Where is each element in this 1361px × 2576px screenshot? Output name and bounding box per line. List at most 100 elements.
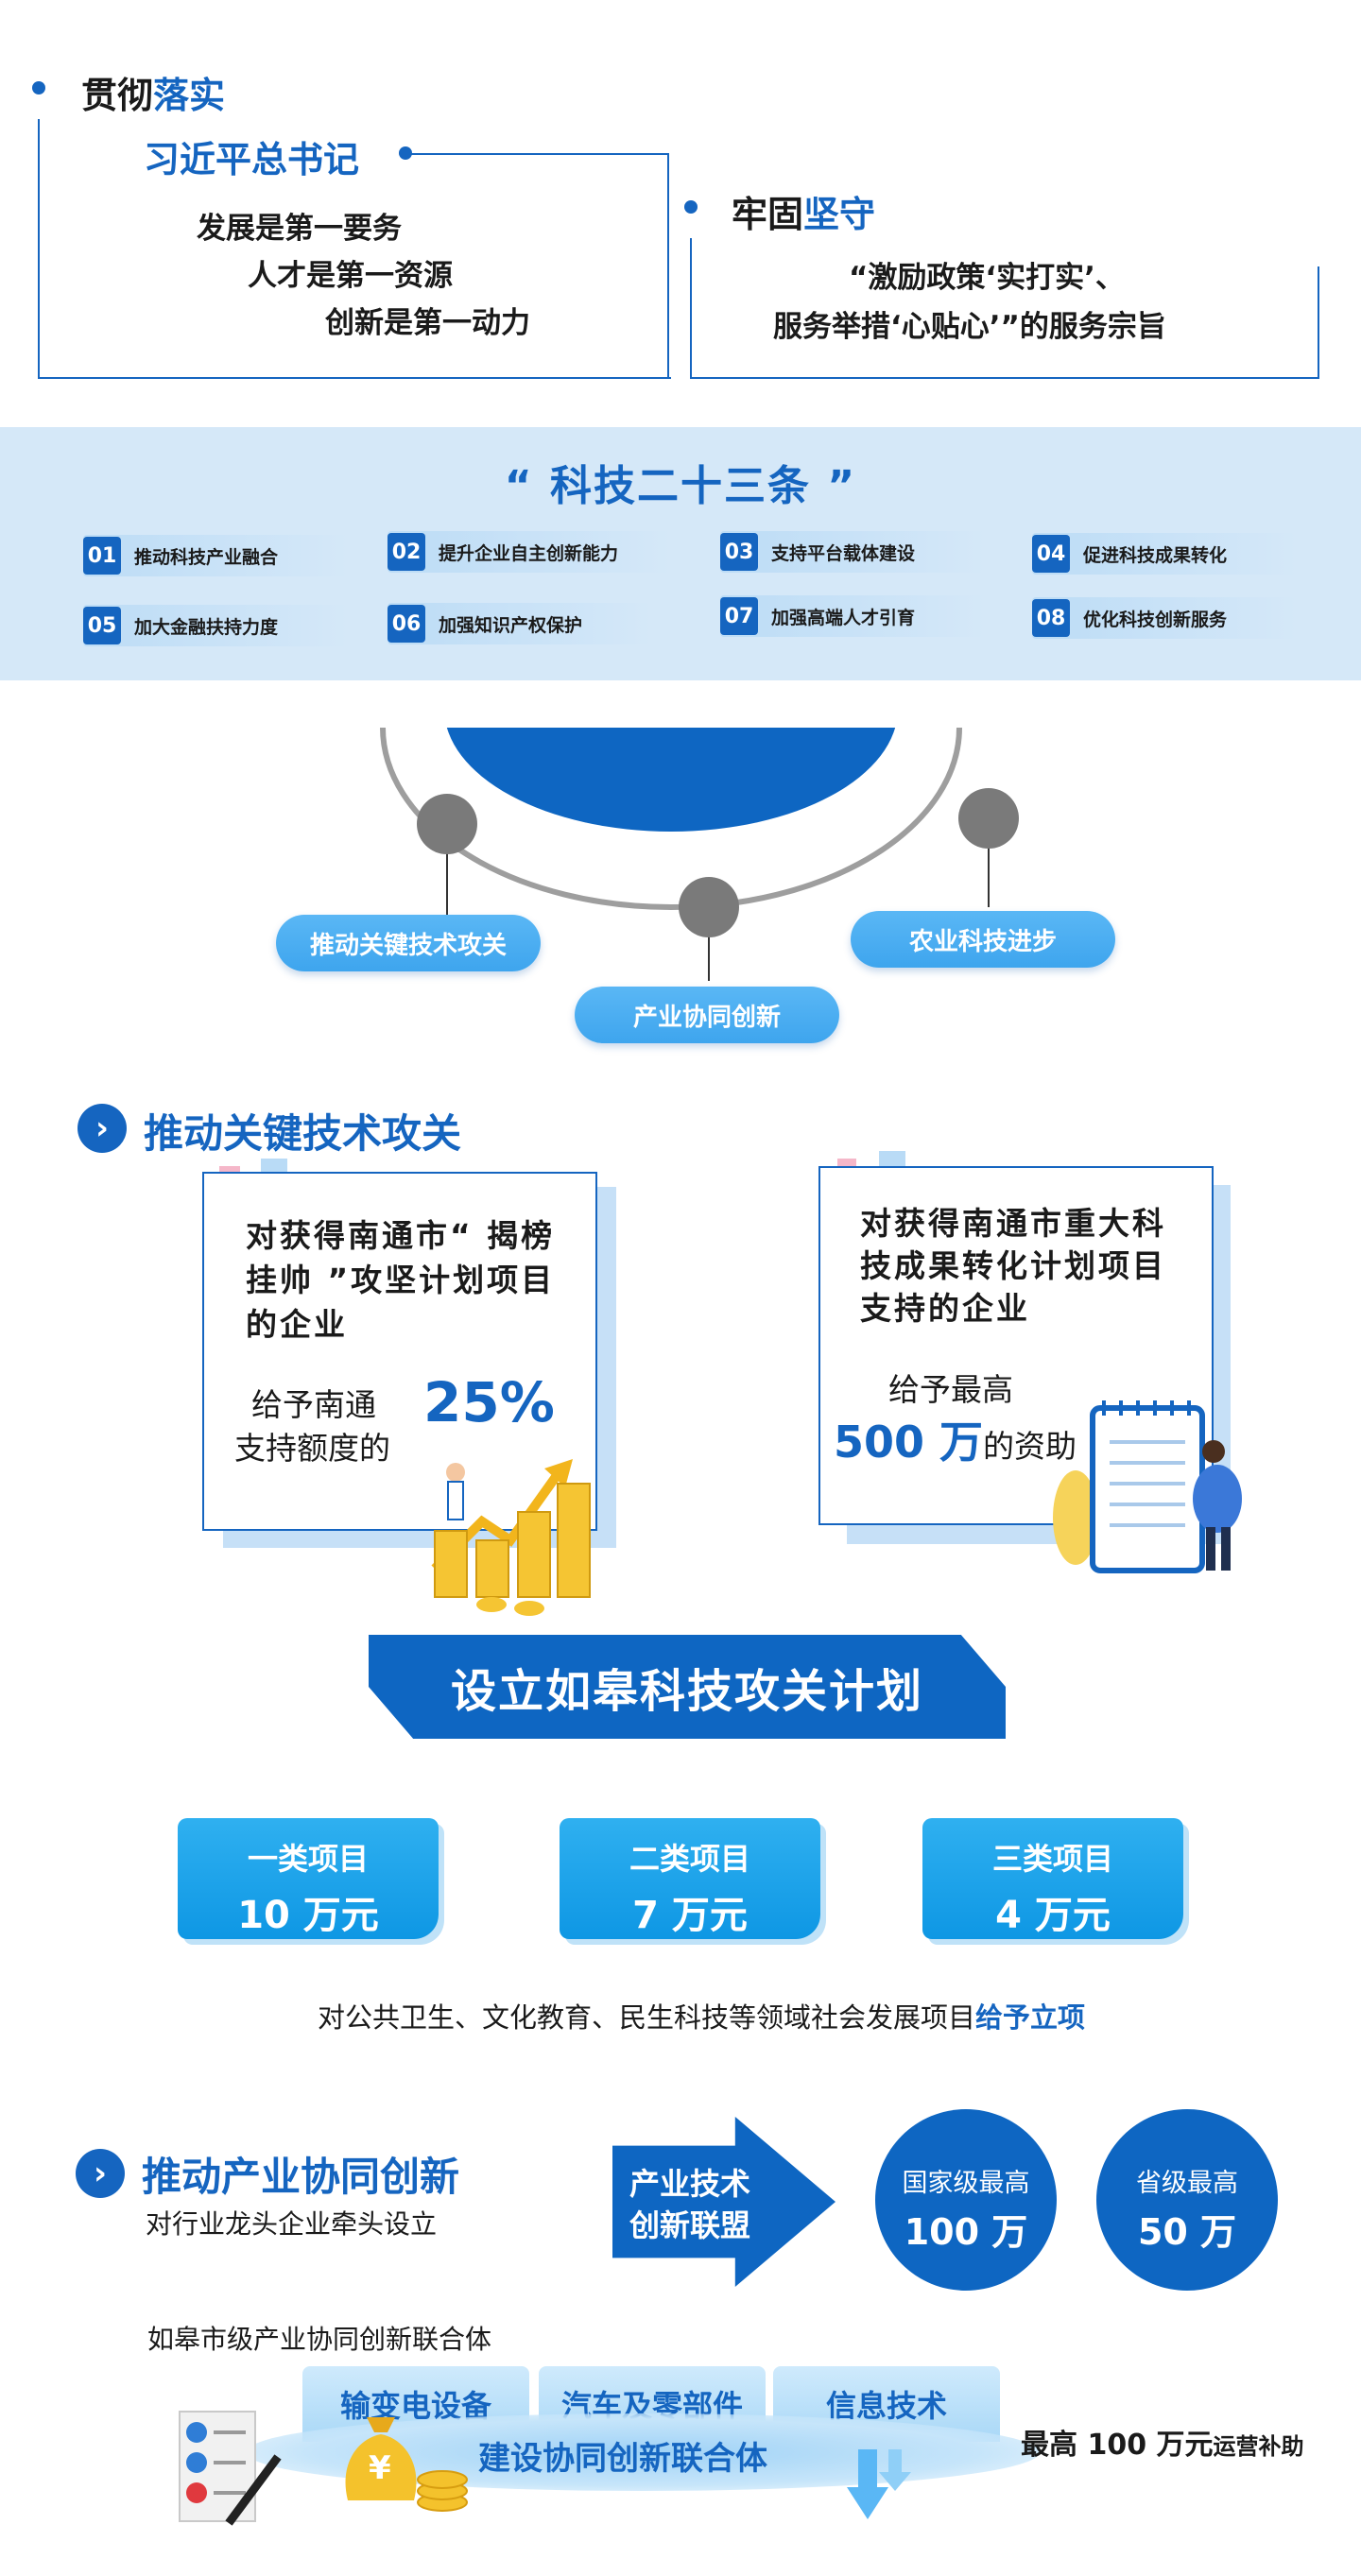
right-heading-b: 坚守 (803, 193, 876, 235)
project-title: 一类项目 (247, 1841, 369, 1877)
card1-give-1: 给予南通 (251, 1386, 376, 1423)
node-dot (679, 877, 739, 937)
item-number: 06 (388, 605, 425, 643)
industry-sub: 对行业龙头企业牵头设立 (146, 2208, 438, 2240)
national-value: 100 万 (904, 2211, 1028, 2253)
item-number: 05 (83, 607, 121, 644)
left-heading-a: 贯彻 (81, 74, 154, 116)
leader-line (408, 153, 669, 155)
project-value: 4 万元 (995, 1894, 1111, 1937)
left-heading-b: 落实 (153, 74, 226, 116)
money-bag-icon (345, 2417, 468, 2512)
node-dot (417, 794, 477, 854)
leader-name: 习近平总书记 (144, 139, 360, 180)
down-arrows-icon (847, 2449, 911, 2519)
card1-percent: 25% (423, 1370, 555, 1434)
tech23-item: 05 加大金融扶持力度 (83, 605, 348, 646)
clipboard-person-icon (1053, 1400, 1242, 1573)
principle-1: 发展是第一要务 (197, 212, 402, 246)
provincial-label: 省级最高 (1136, 2169, 1238, 2198)
item-label: 优化科技创新服务 (1083, 609, 1228, 630)
card1-text: 对获得南通市“ 揭榜挂帅 ”攻坚计划项目的企业 (246, 1217, 556, 1343)
item-label: 提升企业自主创新能力 (439, 542, 619, 564)
item-label: 加大金融扶持力度 (134, 616, 279, 638)
national-circle: 国家级最高 100 万 (875, 2109, 1057, 2291)
leader-dot (399, 146, 412, 160)
bullet-dot-right (684, 200, 698, 214)
tech23-item: 07 加强高端人才引育 (720, 595, 985, 637)
coins-growth-icon (431, 1459, 591, 1616)
left-frame-right (667, 153, 669, 378)
project-card: 一类项目 10 万元 (178, 1818, 439, 1939)
tech23-item: 04 促进科技成果转化 (1032, 533, 1297, 575)
keytech-heading: 推动关键技术攻关 (144, 1110, 462, 1157)
service-line-2: 服务举措‘心贴心’”的服务宗旨 (773, 310, 1166, 344)
hub-arc (380, 728, 962, 910)
left-frame-bottom (38, 377, 671, 379)
right-frame-bottom (690, 377, 1319, 379)
item-number: 03 (720, 533, 758, 571)
card2-suffix: 的资助 (983, 1428, 1077, 1465)
item-label: 加强高端人才引育 (771, 607, 916, 628)
social-project-note: 对公共卫生、文化教育、民生科技等领域社会发展项目给予立项 (318, 1996, 1085, 2035)
item-number: 02 (388, 533, 425, 571)
project-title: 三类项目 (991, 1841, 1113, 1877)
item-number: 07 (720, 597, 758, 635)
tech23-item: 06 加强知识产权保护 (388, 603, 652, 644)
yen-symbol: ¥ (369, 2449, 391, 2487)
item-label: 推动科技产业融合 (134, 546, 279, 568)
principle-3: 创新是第一动力 (325, 306, 530, 340)
tech23-item: 08 优化科技创新服务 (1032, 597, 1297, 639)
subsidy-tail: 运营补助 (1213, 2433, 1304, 2460)
right-heading: 牢固坚守 (732, 185, 875, 237)
provincial-circle: 省级最高 50 万 (1096, 2109, 1278, 2291)
card2-text: 对获得南通市重大科技成果转化计划项目支持的企业 (860, 1205, 1166, 1327)
item-label: 支持平台载体建设 (771, 542, 916, 564)
pill-industry: 产业协同创新 (575, 987, 839, 1043)
tech23-title: “ 科技二十三条 ” (504, 462, 857, 510)
alliance-label-1: 产业技术 (629, 2166, 751, 2202)
item-number: 01 (83, 537, 121, 575)
card2-amount: 500 万 (834, 1417, 984, 1468)
provincial-value: 50 万 (1137, 2211, 1237, 2253)
principle-2: 人才是第一资源 (248, 259, 453, 293)
subsidy-line: 最高 100 万元运营补助 (1021, 2421, 1304, 2463)
chevron-right-icon: › (78, 1104, 127, 1153)
left-heading: 贯彻落实 (81, 66, 225, 118)
hub-diagram (380, 728, 1019, 981)
chevron-right-icon: › (76, 2149, 125, 2198)
project-card: 三类项目 4 万元 (922, 1818, 1183, 1939)
item-number: 04 (1032, 535, 1070, 573)
item-label: 加强知识产权保护 (439, 614, 583, 636)
right-frame-right (1318, 266, 1319, 378)
tech23-item: 01 推动科技产业融合 (83, 535, 348, 576)
note-highlight: 给予立项 (975, 2001, 1086, 2034)
tech23-item: 03 支持平台载体建设 (720, 531, 985, 573)
project-title: 二类项目 (629, 1841, 750, 1877)
checklist-pen-icon (179, 2411, 282, 2526)
node-dot (958, 788, 1019, 849)
industry-heading: 推动产业协同创新 (142, 2154, 460, 2200)
tech23-item: 02 提升企业自主创新能力 (388, 531, 671, 573)
project-card: 二类项目 7 万元 (560, 1818, 820, 1939)
alliance-label-2: 创新联盟 (629, 2207, 751, 2243)
keytech-card-1 (202, 1172, 597, 1531)
hub-core (446, 728, 896, 832)
item-number: 08 (1032, 599, 1070, 637)
project-value: 10 万元 (237, 1894, 379, 1937)
pill-key-tech: 推动关键技术攻关 (276, 915, 541, 971)
build-label: 建设协同创新联合体 (478, 2440, 767, 2478)
consortium-label: 如皋市级产业协同创新联合体 (147, 2324, 492, 2355)
note-prefix: 对公共卫生、文化教育、民生科技等领域社会发展项目 (318, 2001, 976, 2034)
plan-banner: 设立如皋科技攻关计划 (369, 1635, 1006, 1739)
service-line-1: “激励政策‘实打实’、 (849, 261, 1125, 295)
item-label: 促进科技成果转化 (1083, 544, 1228, 566)
subsidy-bold: 最高 100 万元 (1021, 2429, 1214, 2462)
bullet-dot (32, 81, 45, 94)
project-value: 7 万元 (632, 1894, 748, 1937)
national-label: 国家级最高 (902, 2169, 1030, 2198)
pill-agriculture: 农业科技进步 (851, 911, 1115, 968)
card2-amount-line: 500 万的资助 (834, 1408, 1077, 1470)
right-heading-a: 牢固 (732, 193, 804, 235)
card2-give: 给予最高 (888, 1371, 1013, 1408)
